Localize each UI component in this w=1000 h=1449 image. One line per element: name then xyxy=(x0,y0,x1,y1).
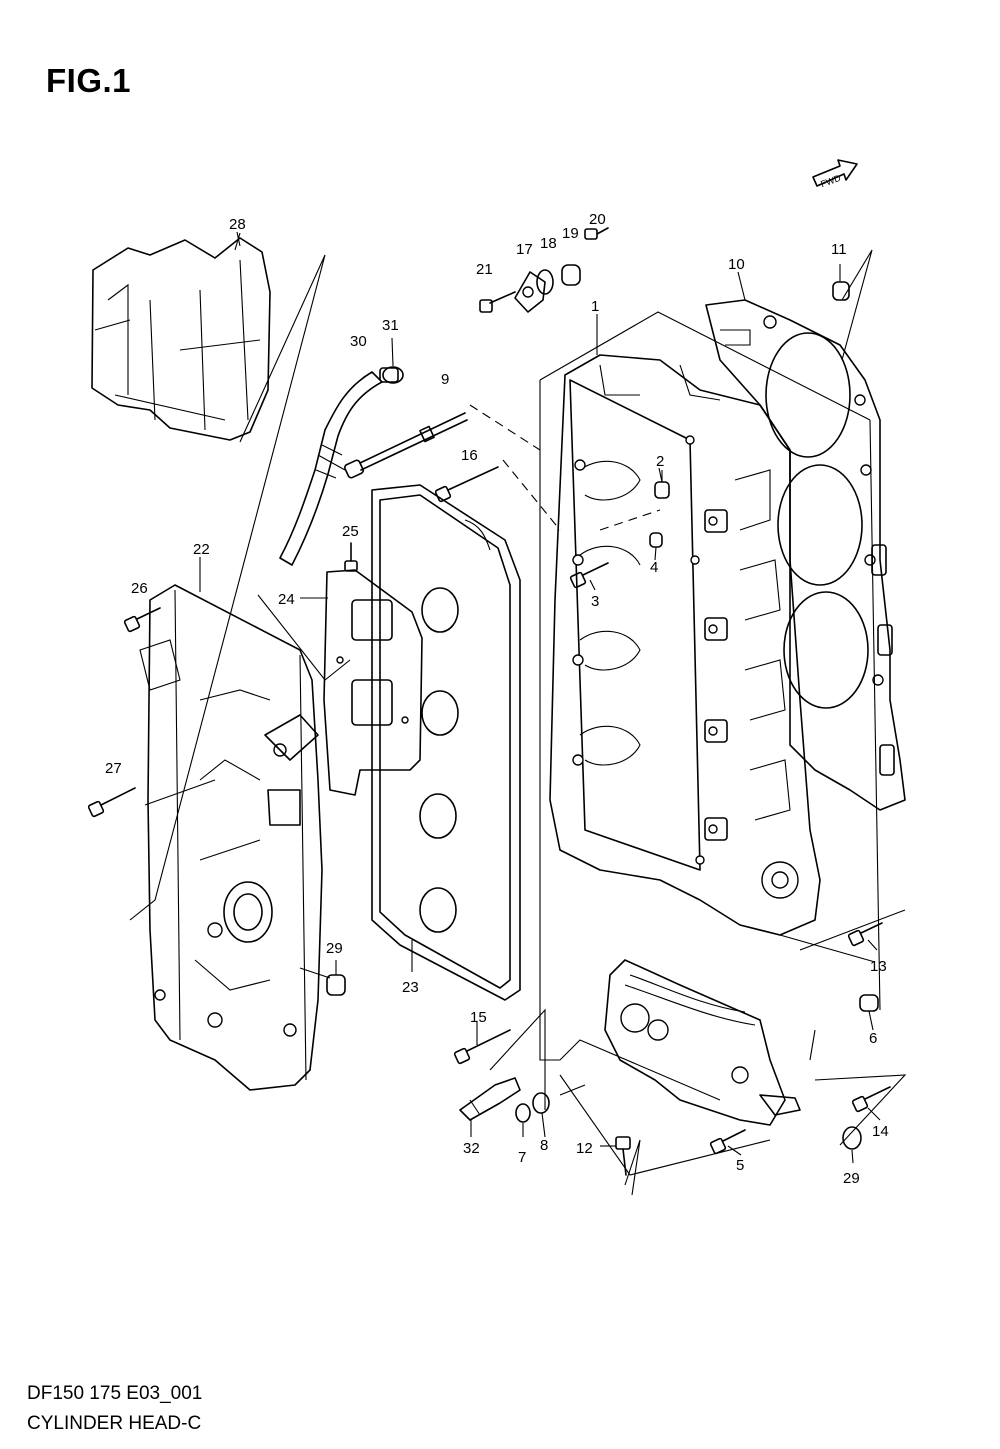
callout-24: 24 xyxy=(278,591,295,608)
part-11-dowel xyxy=(832,264,850,301)
part-26-bolt xyxy=(123,607,161,633)
part-20-bolt xyxy=(584,227,609,240)
part-2-dowel xyxy=(654,470,670,499)
part-14-bolt xyxy=(851,1086,891,1113)
callout-29-left: 29 xyxy=(326,940,343,957)
part-6-dowel xyxy=(859,994,879,1012)
callout-16: 16 xyxy=(461,447,478,464)
figure-title: FIG.1 xyxy=(46,62,132,99)
callout-29-right: 29 xyxy=(843,1170,860,1187)
callout-11: 11 xyxy=(831,241,847,258)
callout-12: 12 xyxy=(576,1140,593,1157)
part-18-o-ring xyxy=(536,269,554,295)
callout-4: 4 xyxy=(650,559,658,576)
callout-numbers: 1 2 3 4 5 6 7 8 9 10 11 12 13 14 15 16 1… xyxy=(105,211,889,1187)
callout-10: 10 xyxy=(728,256,745,273)
callout-6: 6 xyxy=(869,1030,877,1047)
part-7-washer xyxy=(515,1103,531,1123)
callout-1: 1 xyxy=(591,298,599,315)
diagram-name: CYLINDER HEAD-C xyxy=(27,1413,202,1434)
callout-27: 27 xyxy=(105,760,122,777)
part-25-bolt xyxy=(344,542,358,572)
callout-5: 5 xyxy=(736,1157,744,1174)
part-29-right-cap xyxy=(842,1126,862,1150)
callout-15: 15 xyxy=(470,1009,487,1026)
part-4-dowel xyxy=(649,532,663,548)
part-21-bolt xyxy=(479,291,516,313)
callout-31: 31 xyxy=(382,317,399,334)
callout-20: 20 xyxy=(589,211,606,228)
callout-30: 30 xyxy=(350,333,367,350)
diagram-code: DF150 175 E03_001 xyxy=(27,1383,203,1404)
assembly-guide-lines xyxy=(129,249,907,1196)
part-29-left-cap xyxy=(299,967,346,996)
callout-2: 2 xyxy=(656,453,664,470)
part-32-sensor xyxy=(459,1077,521,1121)
callout-25: 25 xyxy=(342,523,359,540)
part-1-cylinder-head xyxy=(549,354,821,936)
callout-32: 32 xyxy=(463,1140,480,1157)
part-8-o-ring xyxy=(532,1092,550,1114)
part-12-bolt xyxy=(615,1136,631,1176)
callout-21: 21 xyxy=(476,261,493,278)
forward-arrow-icon: FWD xyxy=(812,159,858,189)
part-9-bolt xyxy=(343,412,468,479)
lower-housing xyxy=(604,959,801,1126)
callout-14: 14 xyxy=(872,1123,889,1140)
part-23-gasket xyxy=(371,484,521,1001)
part-13-bolt xyxy=(847,922,883,947)
callout-3: 3 xyxy=(591,593,599,610)
callout-17: 17 xyxy=(516,241,533,258)
part-16-bolt xyxy=(434,466,499,503)
part-15-bolt xyxy=(453,1029,511,1065)
callout-18: 18 xyxy=(540,235,557,252)
callout-26: 26 xyxy=(131,580,148,597)
callout-7: 7 xyxy=(518,1149,526,1166)
part-22-head-cover xyxy=(139,584,323,1091)
callout-8: 8 xyxy=(540,1137,548,1154)
callout-28: 28 xyxy=(229,216,246,233)
callout-9: 9 xyxy=(441,371,449,388)
part-28-cover-shroud xyxy=(91,232,271,441)
part-31-clamp xyxy=(382,337,404,384)
callout-leaders xyxy=(199,231,881,1164)
part-17-bracket xyxy=(514,271,546,313)
part-3-bolt xyxy=(569,562,609,589)
callout-22: 22 xyxy=(193,541,210,558)
callout-13: 13 xyxy=(870,958,887,975)
part-24-plate xyxy=(300,569,423,796)
callout-19: 19 xyxy=(562,225,579,242)
callout-23: 23 xyxy=(402,979,419,996)
part-19-seal xyxy=(561,264,581,286)
part-27-bolt xyxy=(87,787,136,818)
part-5-bolt xyxy=(709,1129,746,1155)
